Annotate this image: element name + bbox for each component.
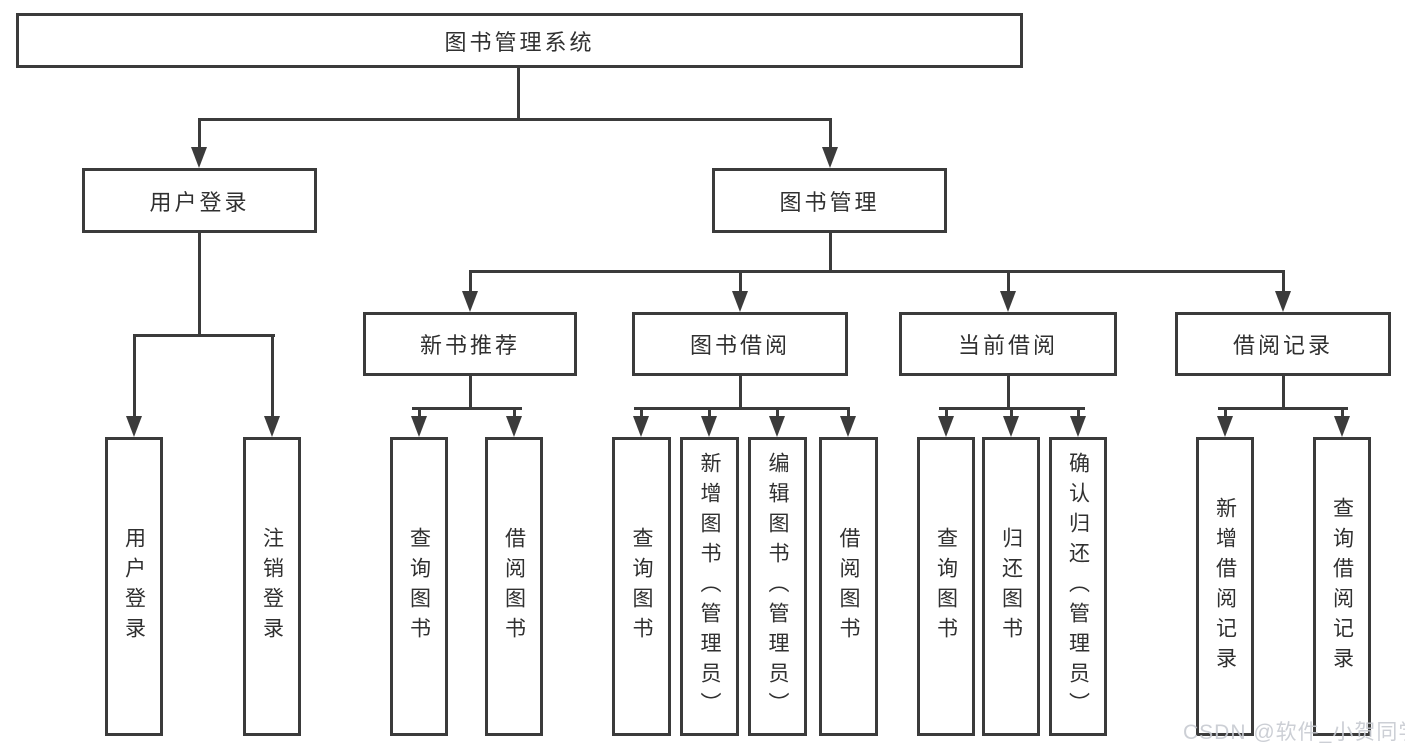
leaf-user-login: 用户登录 xyxy=(105,437,163,736)
leaf-logout: 注销登录 xyxy=(243,437,301,736)
connector-new-book-hbar xyxy=(412,407,522,410)
node-label: 查询图书 xyxy=(630,526,653,647)
node-label: 借阅图书 xyxy=(502,526,526,647)
arrow-down-icon xyxy=(1003,407,1019,437)
arrow-down-icon xyxy=(701,407,717,437)
arrow-down-icon xyxy=(732,270,748,312)
leaf-recommend-borrow-books: 借阅图书 xyxy=(485,437,543,736)
node-library-system: 图书管理系统 xyxy=(16,13,1023,68)
connector-borrow-record-hbar xyxy=(1218,407,1348,410)
arrow-down-icon xyxy=(1000,270,1016,312)
connector-book-borrow-hbar xyxy=(634,407,850,410)
node-book-management: 图书管理 xyxy=(712,168,947,233)
node-label: 新增借阅记录 xyxy=(1213,496,1237,677)
arrow-down-icon xyxy=(1275,270,1291,312)
leaf-records-add-record: 新增借阅记录 xyxy=(1196,437,1254,736)
node-label: 用户登录 xyxy=(122,526,146,647)
node-label: 用户登录 xyxy=(149,189,250,215)
connector-borrow-record-stem xyxy=(1281,376,1285,410)
arrow-down-icon xyxy=(1217,407,1233,437)
connector-user-login-hbar xyxy=(132,334,275,337)
node-label: 归还图书 xyxy=(999,526,1023,647)
arrow-down-icon xyxy=(1070,407,1086,437)
node-label: 图书管理系统 xyxy=(444,29,595,55)
connector-root-stem xyxy=(516,68,520,121)
node-label: 借阅记录 xyxy=(1232,333,1333,358)
leaf-borrow-query-books: 查询图书 xyxy=(612,437,671,736)
leaf-borrow-borrow-books: 借阅图书 xyxy=(819,437,878,736)
arrow-down-icon xyxy=(191,118,207,168)
connector-book-borrow-stem xyxy=(738,376,742,410)
node-label: 确认归还（管理员） xyxy=(1066,451,1090,722)
leaf-recommend-query-books: 查询图书 xyxy=(390,437,448,736)
arrow-down-icon xyxy=(411,407,427,437)
node-label: 当前借阅 xyxy=(957,333,1058,358)
arrow-down-icon xyxy=(822,118,838,168)
node-label: 借阅图书 xyxy=(837,526,860,647)
node-label: 图书借阅 xyxy=(689,333,790,358)
node-label: 新增图书（管理员） xyxy=(698,451,721,722)
node-label: 注销登录 xyxy=(260,526,284,647)
node-current-borrowing: 当前借阅 xyxy=(899,312,1117,376)
arrow-down-icon xyxy=(769,407,785,437)
connector-book-mgmt-stem xyxy=(828,233,832,273)
leaf-records-query-record: 查询借阅记录 xyxy=(1313,437,1371,736)
arrow-down-icon xyxy=(264,334,280,437)
node-label: 查询图书 xyxy=(407,526,431,647)
node-borrowing-records: 借阅记录 xyxy=(1175,312,1391,376)
connector-current-borrow-stem xyxy=(1006,376,1010,410)
arrow-down-icon xyxy=(462,270,478,312)
arrow-down-icon xyxy=(633,407,649,437)
node-label: 查询图书 xyxy=(934,526,958,647)
arrow-down-icon xyxy=(938,407,954,437)
leaf-current-query-books: 查询图书 xyxy=(917,437,975,736)
connector-new-book-stem xyxy=(468,376,472,410)
watermark: CSDN @软件_小贺同学 xyxy=(1183,721,1405,744)
node-label: 新书推荐 xyxy=(419,333,520,358)
connector-root-hbar xyxy=(197,118,832,121)
node-user-login: 用户登录 xyxy=(82,168,317,233)
arrow-down-icon xyxy=(506,407,522,437)
node-label: 查询借阅记录 xyxy=(1330,496,1354,677)
arrow-down-icon xyxy=(126,334,142,437)
node-book-borrowing: 图书借阅 xyxy=(632,312,848,376)
leaf-borrow-add-books-admin: 新增图书（管理员） xyxy=(680,437,739,736)
leaf-current-confirm-return-admin: 确认归还（管理员） xyxy=(1049,437,1107,736)
leaf-current-return-books: 归还图书 xyxy=(982,437,1040,736)
connector-book-mgmt-hbar xyxy=(468,270,1285,273)
node-new-book-recommend: 新书推荐 xyxy=(363,312,577,376)
arrow-down-icon xyxy=(840,407,856,437)
node-label: 编辑图书（管理员） xyxy=(766,451,789,722)
node-label: 图书管理 xyxy=(779,189,880,215)
leaf-borrow-edit-books-admin: 编辑图书（管理员） xyxy=(748,437,807,736)
arrow-down-icon xyxy=(1334,407,1350,437)
connector-user-login-stem xyxy=(197,233,201,337)
